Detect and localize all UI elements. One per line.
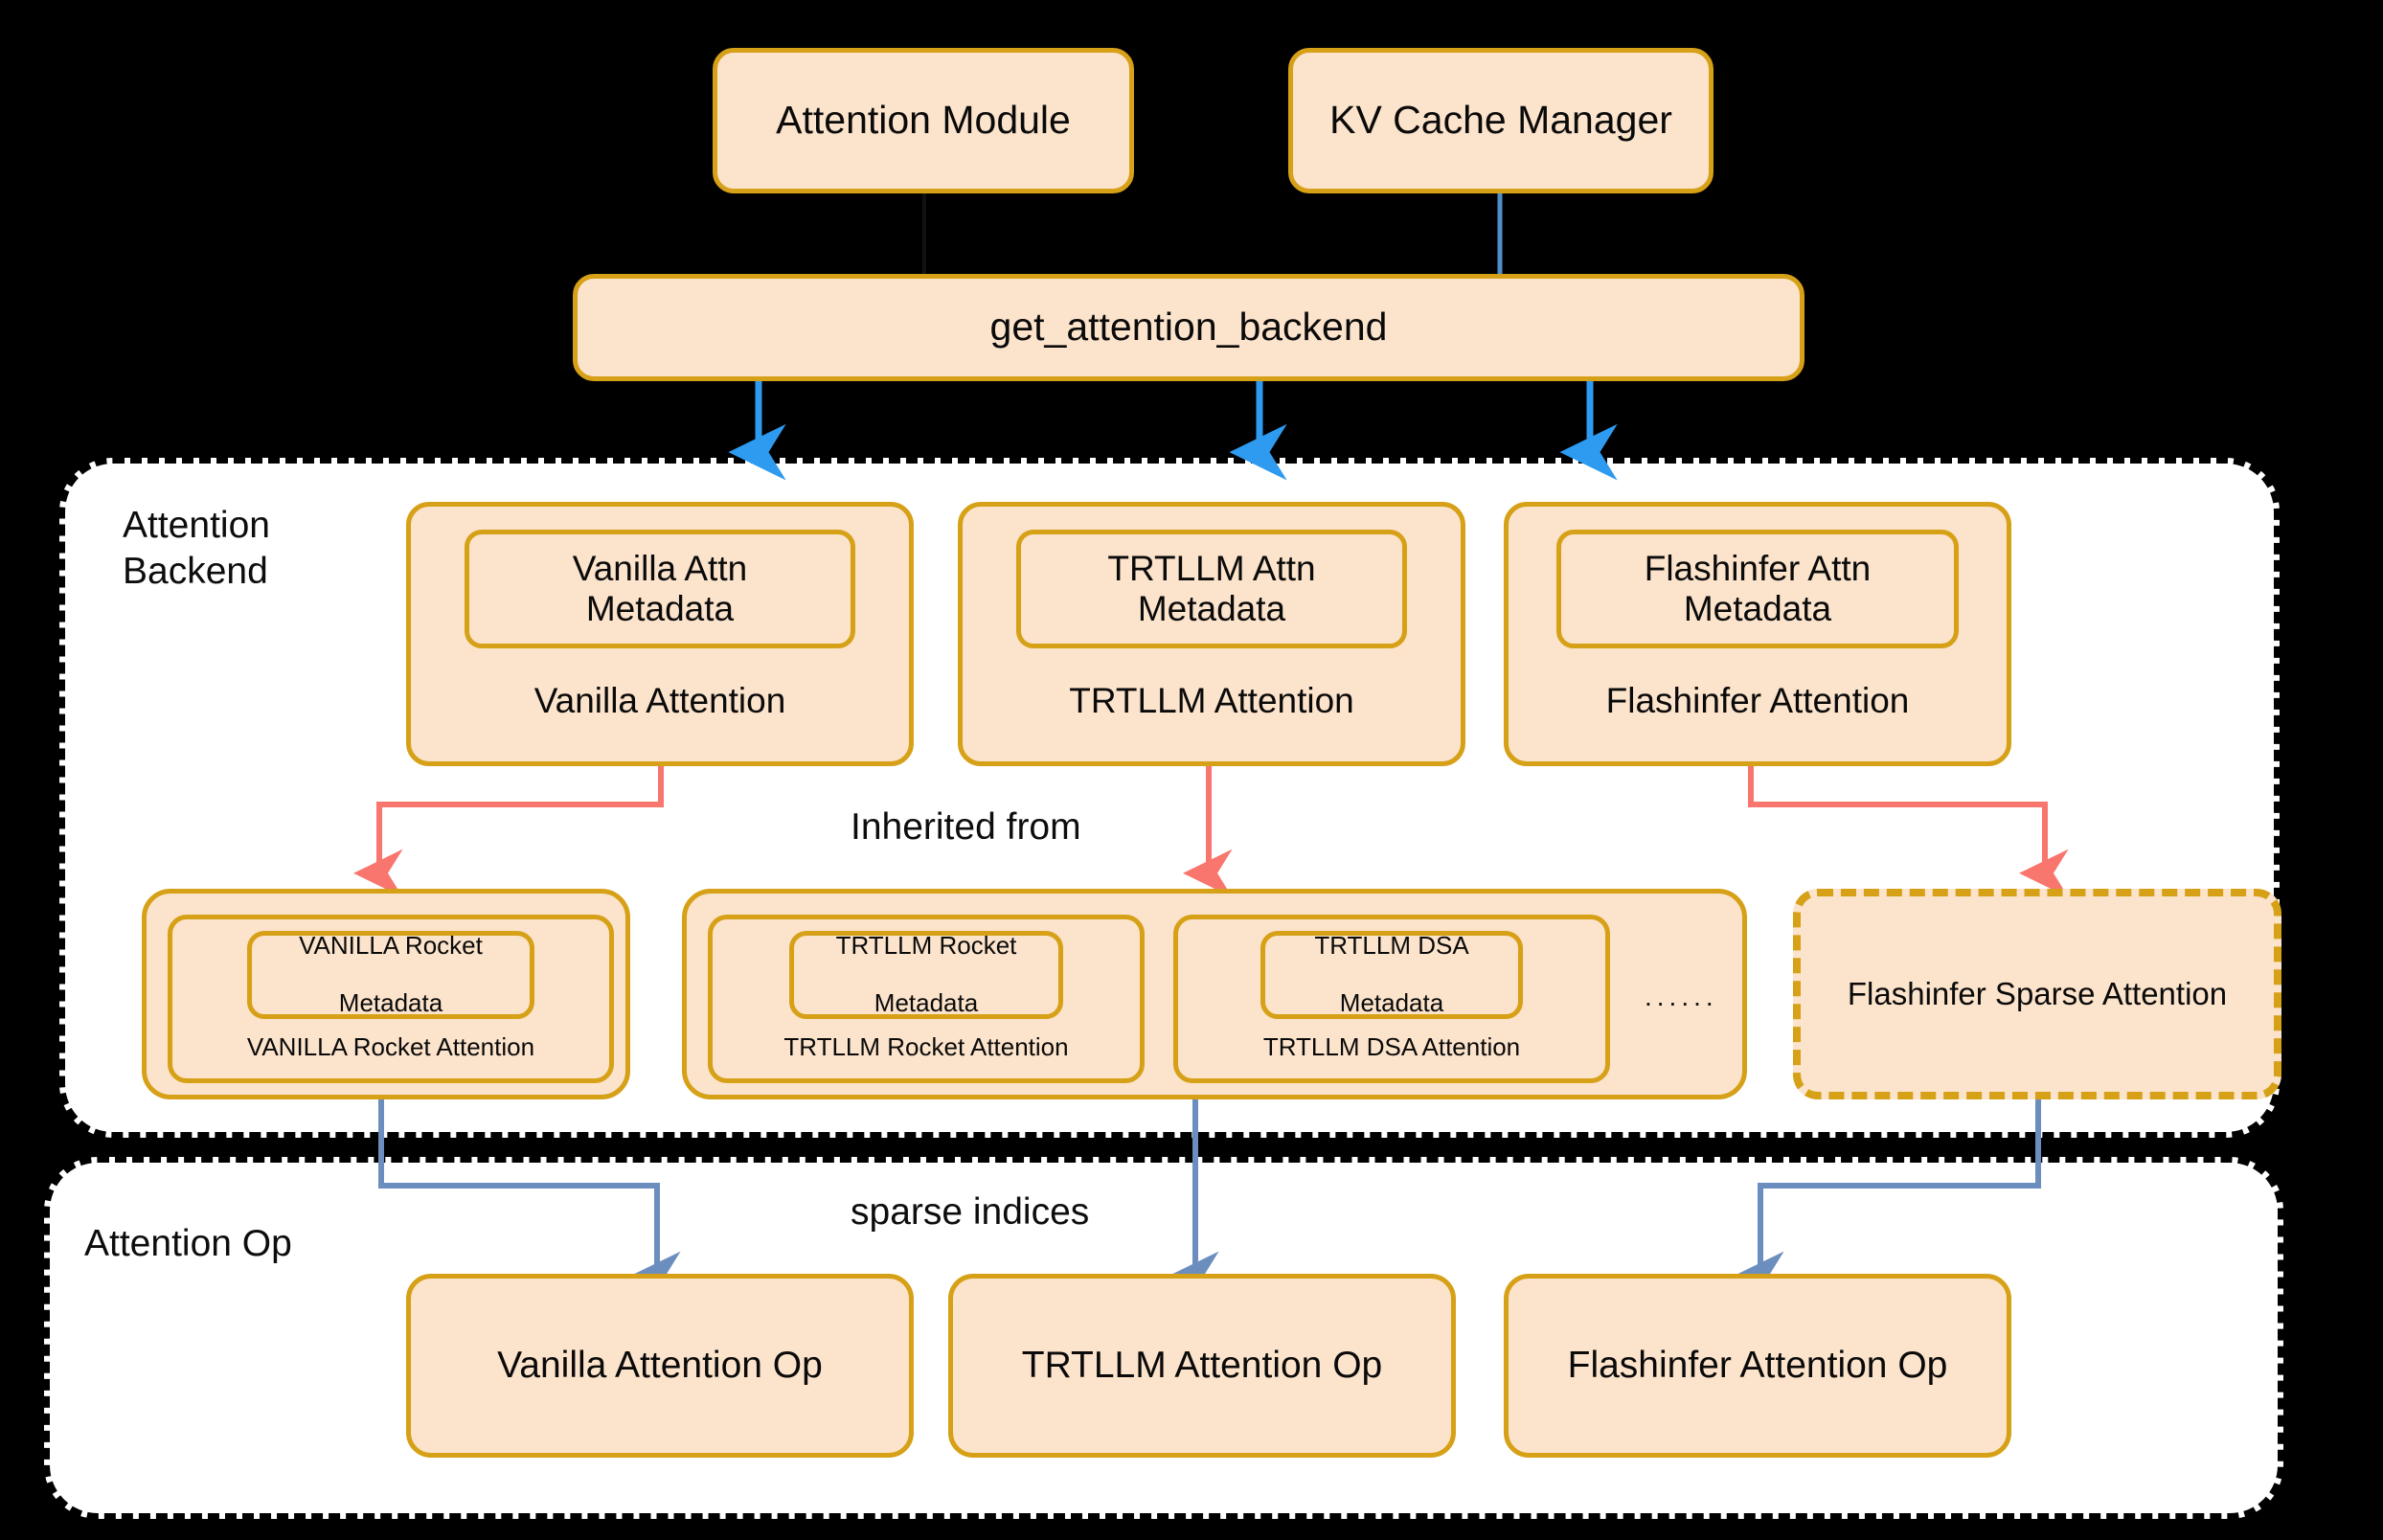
get-attention-backend-box[interactable]: get_attention_backend bbox=[573, 274, 1804, 381]
trtllm-dsa-metadata-box[interactable]: TRTLLM DSA Metadata bbox=[1260, 931, 1523, 1019]
trtllm-attention-caption: TRTLLM Attention bbox=[1069, 681, 1354, 720]
edge-flashinfer-sparse-to-flashinfer-op bbox=[1735, 1099, 2041, 1301]
vanilla-rocket-attention-caption: VANILLA Rocket Attention bbox=[246, 1032, 535, 1061]
trtllm-attention-backend[interactable]: TRTLLM Attn Metadata TRTLLM Attention bbox=[958, 502, 1465, 766]
edge-inherit-vanilla bbox=[353, 766, 664, 898]
trtllm-dsa-attention-backend[interactable]: TRTLLM DSA Metadata TRTLLM DSA Attention bbox=[1173, 915, 1610, 1083]
inherited-from-label: Inherited from bbox=[851, 806, 1081, 848]
vanilla-rocket-metadata-box[interactable]: VANILLA Rocket Metadata bbox=[247, 931, 534, 1019]
vanilla-attn-metadata-box[interactable]: Vanilla Attn Metadata bbox=[465, 530, 855, 648]
flashinfer-attention-caption: Flashinfer Attention bbox=[1605, 681, 1910, 720]
trtllm-rocket-attention-caption: TRTLLM Rocket Attention bbox=[783, 1032, 1069, 1061]
vanilla-rocket-attention-backend[interactable]: VANILLA Rocket Metadata VANILLA Rocket A… bbox=[168, 915, 614, 1083]
trtllm-attention-op-box[interactable]: TRTLLM Attention Op bbox=[948, 1274, 1456, 1458]
attention-backend-panel-label: Attention Backend bbox=[123, 505, 270, 592]
trtllm-sparse-group: TRTLLM Rocket Metadata TRTLLM Rocket Att… bbox=[682, 889, 1747, 1099]
kv-cache-manager-box[interactable]: KV Cache Manager bbox=[1288, 48, 1713, 193]
more-backends-ellipsis: ...... bbox=[1645, 982, 1718, 1011]
attention-module-box[interactable]: Attention Module bbox=[713, 48, 1134, 193]
flashinfer-attention-op-box[interactable]: Flashinfer Attention Op bbox=[1504, 1274, 2011, 1458]
edge-vanilla-rocket-to-vanilla-op bbox=[378, 1099, 681, 1301]
attention-op-panel-label: Attention Op bbox=[84, 1223, 292, 1264]
vanilla-attention-backend[interactable]: Vanilla Attn Metadata Vanilla Attention bbox=[406, 502, 914, 766]
vanilla-attention-caption: Vanilla Attention bbox=[533, 681, 786, 720]
flashinfer-sparse-attention-box[interactable]: Flashinfer Sparse Attention bbox=[1793, 889, 2281, 1099]
trtllm-rocket-attention-backend[interactable]: TRTLLM Rocket Metadata TRTLLM Rocket Att… bbox=[708, 915, 1145, 1083]
sparse-indices-label: sparse indices bbox=[851, 1191, 1090, 1233]
trtllm-attn-metadata-box[interactable]: TRTLLM Attn Metadata bbox=[1016, 530, 1407, 648]
flashinfer-attn-metadata-box[interactable]: Flashinfer Attn Metadata bbox=[1556, 530, 1959, 648]
trtllm-dsa-attention-caption: TRTLLM DSA Attention bbox=[1262, 1032, 1521, 1061]
flashinfer-attention-backend[interactable]: Flashinfer Attn Metadata Flashinfer Atte… bbox=[1504, 502, 2011, 766]
edge-inherit-flashinfer bbox=[1748, 766, 2069, 898]
vanilla-attention-op-box[interactable]: Vanilla Attention Op bbox=[406, 1274, 914, 1458]
trtllm-rocket-metadata-box[interactable]: TRTLLM Rocket Metadata bbox=[789, 931, 1063, 1019]
vanilla-sparse-group: VANILLA Rocket Metadata VANILLA Rocket A… bbox=[142, 889, 630, 1099]
